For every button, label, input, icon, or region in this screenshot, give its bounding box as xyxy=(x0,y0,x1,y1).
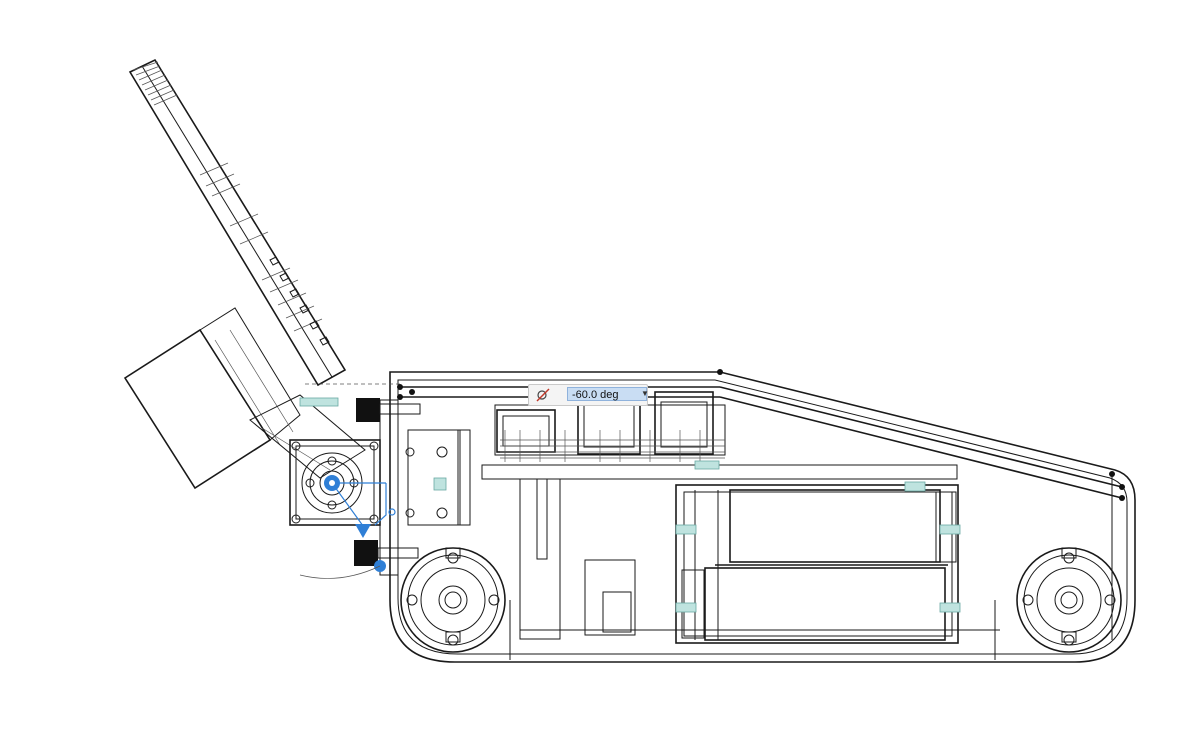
sketch-points[interactable] xyxy=(397,369,1125,501)
angle-dimension-field[interactable]: -60.0 deg ▼ xyxy=(528,384,649,406)
angle-value-input[interactable]: -60.0 deg xyxy=(567,387,647,401)
clamp-top xyxy=(356,398,380,422)
clamp-bottom xyxy=(354,540,378,566)
angle-lock-icon[interactable] xyxy=(535,387,551,403)
constraint-markers xyxy=(299,397,961,613)
front-wheel[interactable] xyxy=(400,547,506,653)
servo-pivot[interactable] xyxy=(289,398,448,566)
controller-board[interactable] xyxy=(494,391,726,462)
rear-wheel[interactable] xyxy=(1016,547,1122,653)
battery-pack[interactable] xyxy=(675,484,959,644)
caret-down-icon[interactable]: ▼ xyxy=(641,389,649,398)
tilted-arm-assembly[interactable] xyxy=(123,58,366,490)
chassis-body[interactable] xyxy=(305,371,1136,663)
rotation-handle[interactable] xyxy=(299,475,396,579)
